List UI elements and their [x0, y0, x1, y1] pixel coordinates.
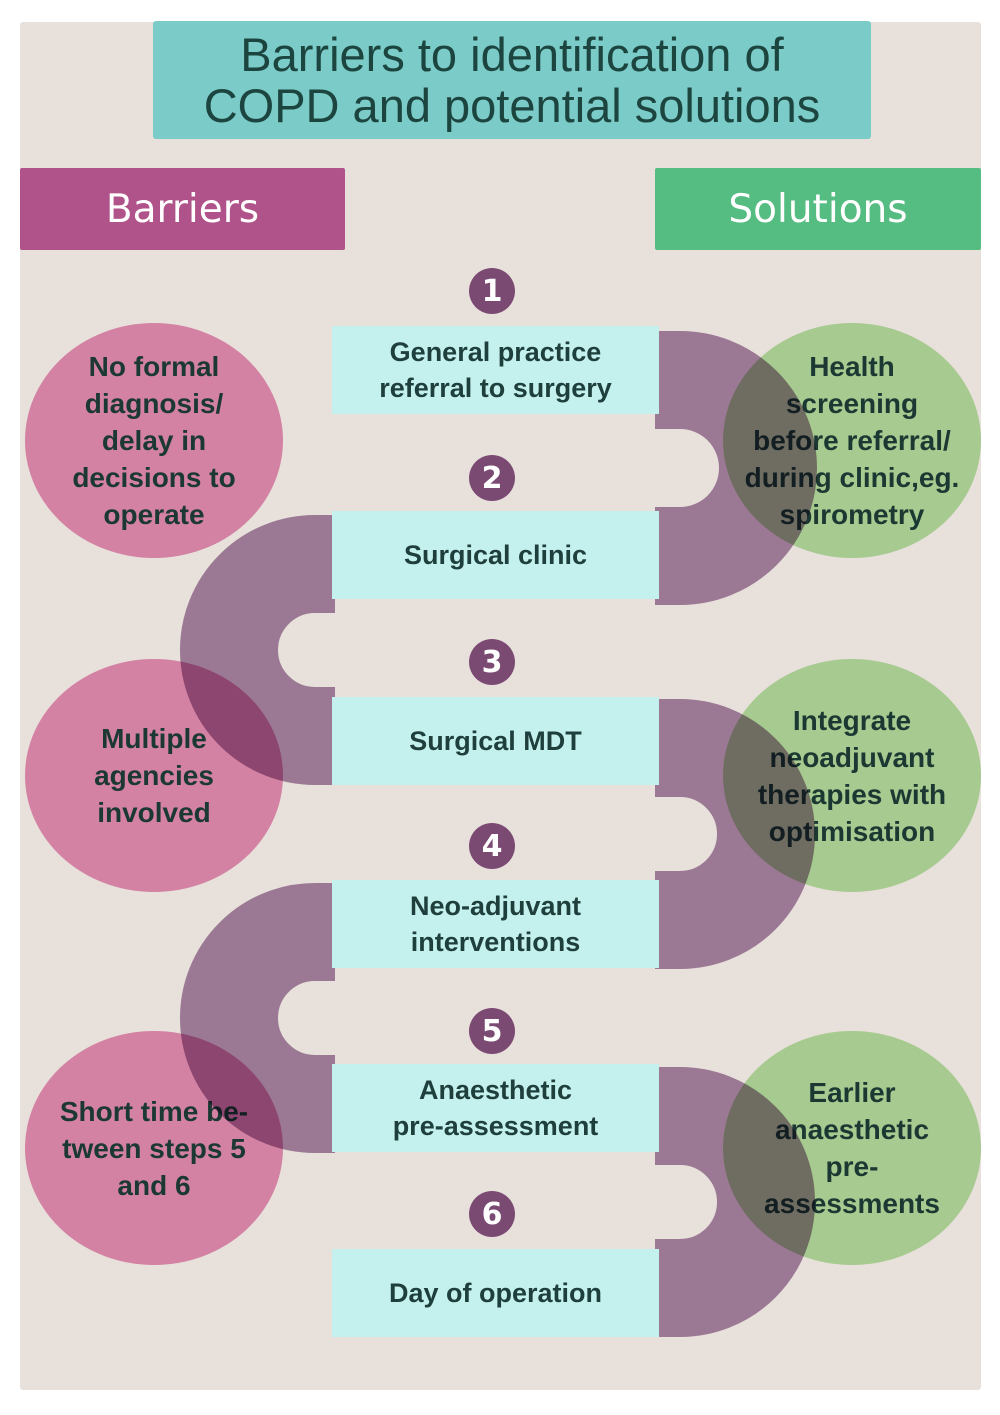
step-number-3: 3 — [469, 639, 515, 685]
step-box-5: Anaesthetic pre-assessment — [332, 1064, 659, 1152]
step-number-2: 2 — [469, 455, 515, 501]
barriers-header: Barriers — [20, 168, 345, 250]
connector-4-5 — [180, 883, 335, 1153]
solutions-header: Solutions — [655, 168, 981, 250]
barrier-bubble-1: No formal diagnosis/ delay in decisions … — [25, 323, 283, 558]
step-number-6: 6 — [469, 1191, 515, 1237]
step-number-4: 4 — [469, 823, 515, 869]
step-box-3: Surgical MDT — [332, 697, 659, 785]
step-box-6: Day of operation — [332, 1249, 659, 1337]
solution-bubble-1: Health screening before referral/ during… — [723, 323, 981, 558]
step-box-1: General practice referral to surgery — [332, 326, 659, 414]
barrier-bubble-3: Short time be- tween steps 5 and 6 — [25, 1031, 283, 1265]
step-number-5: 5 — [469, 1008, 515, 1054]
connector-2-3 — [180, 515, 335, 785]
step-box-4: Neo-adjuvant interventions — [332, 880, 659, 968]
solution-bubble-2: Integrate neoadjuvant therapies with opt… — [723, 659, 981, 892]
solution-bubble-3: Earlier anaesthetic pre- assessments — [723, 1031, 981, 1265]
barrier-bubble-2: Multiple agencies involved — [25, 659, 283, 892]
step-box-2: Surgical clinic — [332, 511, 659, 599]
page-title: Barriers to identification of COPD and p… — [153, 21, 871, 139]
step-number-1: 1 — [469, 268, 515, 314]
